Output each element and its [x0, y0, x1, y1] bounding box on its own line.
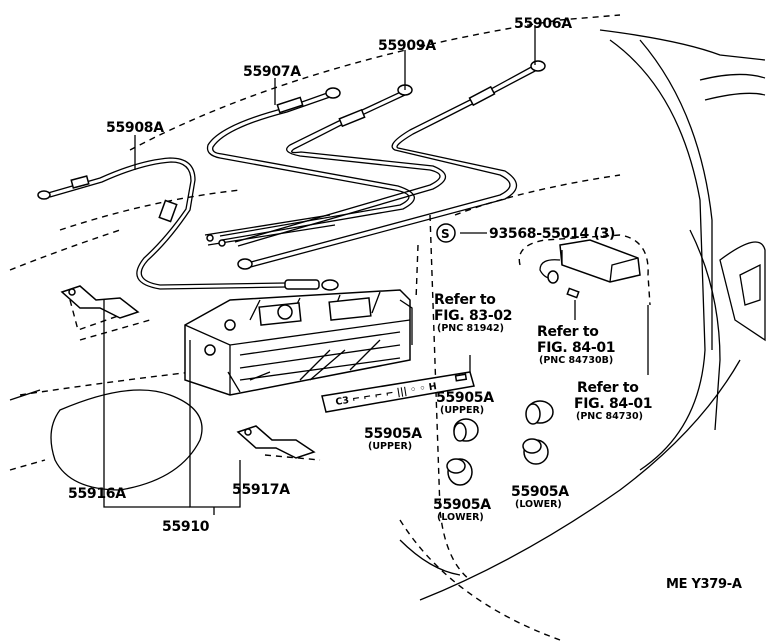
- label-55905A-upper-right: 55905A: [436, 390, 494, 406]
- s-symbol: S: [436, 223, 456, 243]
- heater-control-assembly: [184, 289, 413, 396]
- knob-upper-left: [453, 418, 479, 442]
- qualifier-lower-b: (LOWER): [515, 499, 562, 510]
- ref-1-line-3: (PNC 81942): [437, 323, 504, 334]
- ref-3-line-3: (PNC 84730): [576, 411, 643, 422]
- blower-switch-assembly: [518, 234, 651, 375]
- label-55907A: 55907A: [243, 64, 301, 80]
- control-cables: [37, 60, 546, 291]
- label-93568: 93568-55014 (3): [489, 226, 615, 242]
- part-labels: 55906A 55909A 55907A 55908A 93568-55014 …: [68, 16, 615, 535]
- ref-1-line-2: FIG. 83-02: [434, 308, 512, 324]
- label-55910: 55910: [162, 519, 210, 535]
- qualifier-upper-b: (UPPER): [368, 441, 412, 452]
- label-55905A-lower-right: 55905A: [511, 484, 569, 500]
- label-55916A: 55916A: [68, 486, 126, 502]
- knob-upper-right: [525, 400, 554, 425]
- label-55906A: 55906A: [514, 16, 572, 32]
- label-55905A-lower-left: 55905A: [433, 497, 491, 513]
- figure-code: ME Y379-A: [666, 577, 742, 592]
- leader-lines: [103, 25, 536, 515]
- reference-callouts: Refer to FIG. 83-02 (PNC 81942) Refer to…: [434, 292, 653, 422]
- ref-3-line-2: FIG. 84-01: [574, 396, 652, 412]
- ref-2-line-2: FIG. 84-01: [537, 340, 615, 356]
- dashboard-outline: [9, 14, 621, 641]
- cable-end-eyelet: [37, 190, 51, 200]
- label-55917A: 55917A: [232, 482, 290, 498]
- ref-1-line-1: Refer to: [434, 292, 496, 308]
- knob-lower-left: [446, 458, 473, 486]
- knob-lower-right: [522, 438, 549, 465]
- ref-3-line-1: Refer to: [577, 380, 639, 396]
- qualifier-upper-a: (UPPER): [440, 405, 484, 416]
- qualifier-lower-a: (LOWER): [437, 512, 484, 523]
- knobs: [446, 400, 554, 486]
- ref-2-line-3: (PNC 84730B): [539, 355, 613, 366]
- label-55908A: 55908A: [106, 120, 164, 136]
- label-55909A: 55909A: [378, 38, 436, 54]
- svg-text:S: S: [441, 227, 449, 241]
- label-55905A-upper-left: 55905A: [364, 426, 422, 442]
- body-panel: [9, 29, 766, 601]
- brackets: [60, 285, 321, 461]
- ref-2-line-1: Refer to: [537, 324, 599, 340]
